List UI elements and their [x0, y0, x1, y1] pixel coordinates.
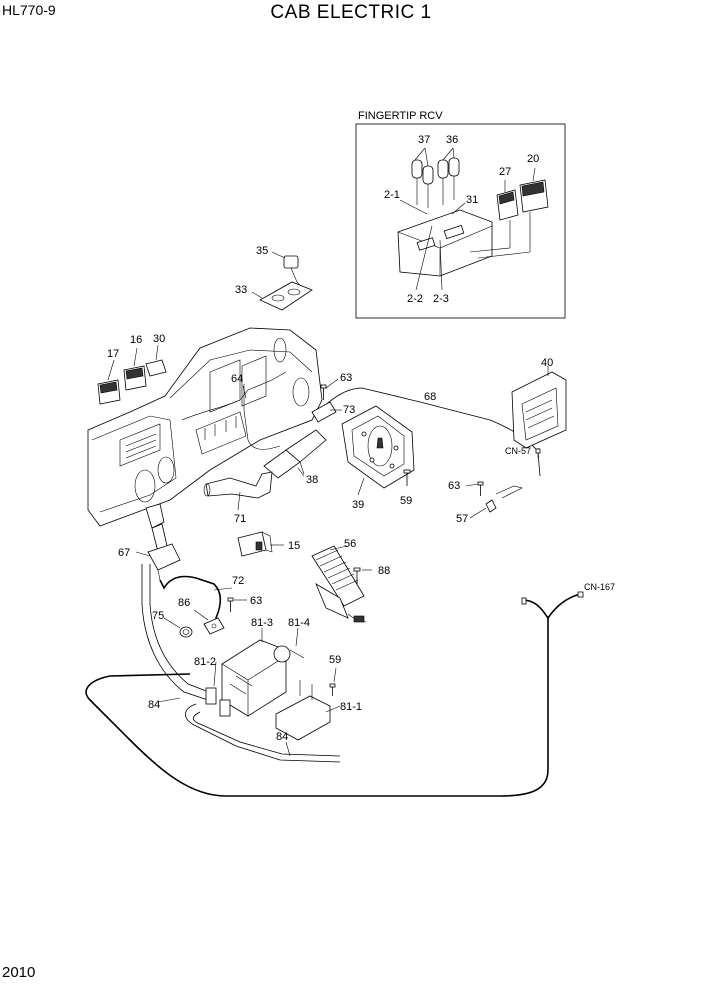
part-71 — [203, 471, 273, 511]
label-86: 86 — [178, 597, 190, 609]
bolt-59-lower — [329, 667, 337, 696]
label-33: 33 — [235, 284, 247, 296]
main-harness-loop — [85, 593, 581, 797]
label-73: 73 — [343, 404, 355, 416]
label-56: 56 — [344, 538, 356, 550]
label-35: 35 — [256, 245, 268, 257]
page-number: 2010 — [2, 964, 36, 981]
rcv-knob-36 — [437, 157, 460, 205]
joystick-67 — [135, 503, 181, 581]
label-81-4: 81-4 — [288, 617, 310, 629]
clamp-86 — [193, 609, 225, 635]
label-15: 15 — [288, 540, 300, 552]
label-59-upper: 59 — [400, 495, 412, 507]
label-88: 88 — [378, 565, 390, 577]
label-84-upper: 84 — [148, 699, 160, 711]
cn167-connector-a — [521, 597, 527, 605]
bolt-63-upper — [320, 378, 339, 400]
rcv-switch-20 — [519, 179, 549, 213]
label-75: 75 — [152, 610, 164, 622]
fingertip-rcv-inset — [355, 123, 566, 319]
label-2-2: 2-2 — [407, 293, 423, 305]
inset-title: FINGERTIP RCV — [358, 110, 443, 122]
tube-84-b — [185, 703, 341, 763]
label-30: 30 — [153, 333, 165, 345]
part-73 — [311, 401, 342, 423]
label-39: 39 — [352, 499, 364, 511]
label-2-3: 2-3 — [433, 293, 449, 305]
label-59-lower: 59 — [329, 654, 341, 666]
part-38 — [263, 429, 327, 479]
label-81-3: 81-3 — [251, 617, 273, 629]
label-63-lower: 63 — [250, 595, 262, 607]
callout-labels: 37 36 20 27 2-1 31 2-2 2-3 35 33 17 16 3… — [107, 134, 615, 743]
label-38: 38 — [306, 474, 318, 486]
inset-frame — [355, 123, 566, 319]
label-cn167: CN-167 — [584, 582, 615, 592]
model-code: HL770-9 — [2, 2, 56, 18]
label-63-upper: 63 — [340, 372, 352, 384]
label-cn57: CN-57 — [505, 446, 531, 456]
harness-72 — [159, 575, 222, 631]
bolt-59-upper — [403, 469, 411, 486]
box-81-3 — [221, 628, 287, 717]
cab-dashboard — [87, 327, 323, 527]
switch-17 — [97, 359, 121, 405]
label-81-2: 81-2 — [194, 656, 216, 668]
bracket-81-1 — [275, 680, 341, 741]
label-20: 20 — [527, 153, 539, 165]
label-40: 40 — [541, 357, 553, 369]
relay-15 — [237, 531, 284, 557]
label-36: 36 — [446, 134, 458, 146]
part-35-plug — [271, 251, 303, 289]
label-16: 16 — [130, 334, 142, 346]
bolt-63-lower — [227, 597, 247, 612]
posts-81-2 — [205, 661, 231, 717]
cn167-connector-b — [577, 591, 584, 598]
label-71: 71 — [234, 513, 246, 525]
label-81-1: 81-1 — [340, 701, 362, 713]
label-31: 31 — [466, 194, 478, 206]
ring-75 — [163, 617, 193, 638]
part-30 — [145, 344, 167, 377]
label-27: 27 — [499, 166, 511, 178]
label-64: 64 — [231, 373, 243, 385]
pedal-56 — [311, 545, 367, 623]
monitor-40 — [511, 366, 567, 458]
cn57-connector — [535, 448, 541, 454]
part-33-plate — [251, 281, 313, 311]
label-63-clip: 63 — [448, 480, 460, 492]
rcv-switch-27 — [496, 189, 519, 221]
label-17: 17 — [107, 348, 119, 360]
label-57: 57 — [456, 513, 468, 525]
label-37: 37 — [418, 134, 430, 146]
rcv-console — [397, 209, 493, 277]
bolt-88 — [353, 567, 372, 584]
rcv-knob-37 — [411, 159, 434, 208]
label-84-lower: 84 — [276, 731, 288, 743]
harness-64 — [181, 371, 287, 450]
label-67: 67 — [118, 547, 130, 559]
label-2-1: 2-1 — [384, 189, 400, 201]
label-68: 68 — [424, 391, 436, 403]
clip-63-57 — [465, 481, 523, 519]
page-title: CAB ELECTRIC 1 — [270, 2, 432, 23]
switch-16 — [123, 347, 147, 391]
tube-84-a — [141, 564, 215, 703]
panel-39 — [341, 405, 415, 496]
label-72: 72 — [232, 575, 244, 587]
cap-81-4 — [273, 627, 305, 663]
